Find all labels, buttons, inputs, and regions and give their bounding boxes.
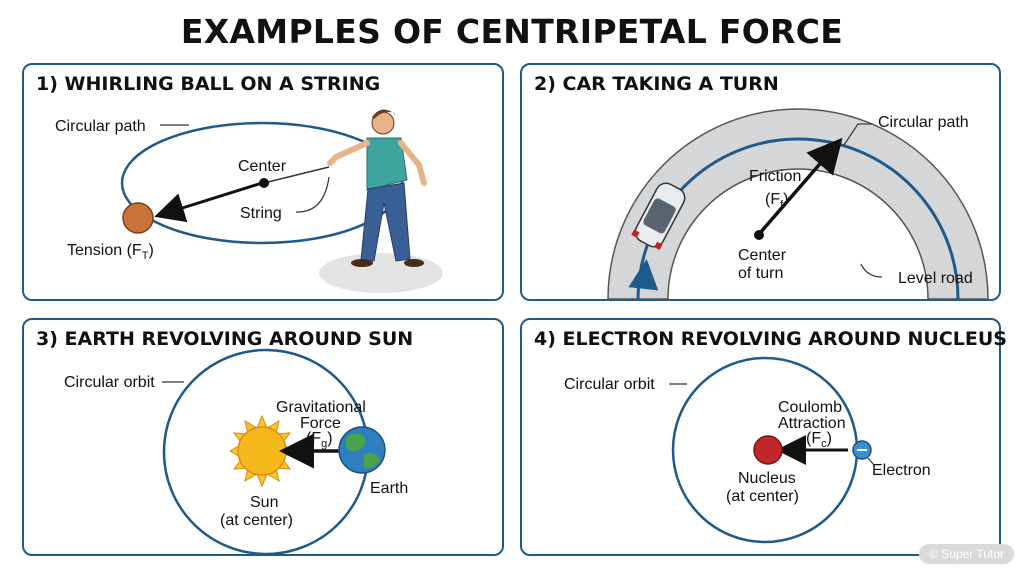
- label-circular-orbit: Circular orbit: [564, 376, 655, 393]
- tension-arrow: [154, 181, 263, 223]
- panel-title: 1) WHIRLING BALL ON A STRING: [36, 73, 381, 95]
- label-circular-orbit: Circular orbit: [64, 374, 155, 391]
- nucleus: [753, 435, 783, 465]
- earth-sun-diagram: Circular orbit Gravitational Force (Fg) …: [64, 348, 408, 556]
- watermark: © Super Tutor: [919, 544, 1014, 564]
- friction-arrow: [758, 137, 843, 235]
- panel-title: 4) ELECTRON REVOLVING AROUND NUCLEUS: [534, 328, 1007, 350]
- electron-nucleus-diagram: Circular orbit Coulomb Attraction (Fc) N…: [564, 356, 931, 544]
- label-nucleus-center: (at center): [726, 488, 799, 505]
- label-friction: Friction: [749, 168, 801, 185]
- path-leader: [843, 123, 859, 146]
- panel-earth-sun: 3) EARTH REVOLVING AROUND SUN Circular o…: [22, 318, 504, 556]
- center-dot: [259, 178, 269, 188]
- center-dot: [754, 230, 764, 240]
- direction-arrow: [628, 259, 659, 291]
- ball: [122, 202, 154, 234]
- sun: [229, 414, 295, 488]
- label-electron: Electron: [872, 462, 931, 479]
- label-level-road: Level road: [898, 270, 973, 287]
- label-sun-center: (at center): [220, 512, 293, 529]
- panel-title: 3) EARTH REVOLVING AROUND SUN: [36, 328, 414, 350]
- label-nucleus: Nucleus: [738, 470, 796, 487]
- label-circular-path: Circular path: [55, 118, 146, 135]
- electron-leader: [867, 457, 875, 466]
- label-force-symbol: (Fg): [306, 430, 333, 450]
- panel-title: 2) CAR TAKING A TURN: [534, 73, 779, 95]
- string-leader: [295, 176, 330, 213]
- person-figure: [327, 109, 427, 267]
- car: [631, 182, 686, 250]
- label-attraction: Attraction: [778, 415, 846, 432]
- label-force: Force: [300, 415, 341, 432]
- string: [263, 166, 330, 184]
- label-tension: Tension (FT): [67, 242, 154, 262]
- label-gravitational: Gravitational: [276, 399, 366, 416]
- panel-car-turn: 2) CAR TAKING A TURN Circular: [520, 63, 1001, 301]
- whirling-ball-diagram: Circular path Center String Tension (FT): [55, 109, 443, 293]
- label-center: Center: [238, 158, 287, 175]
- label-of-turn: of turn: [738, 265, 783, 282]
- electron: [852, 440, 872, 460]
- earth: [338, 426, 386, 474]
- label-circular-path: Circular path: [878, 114, 969, 131]
- label-force-symbol: (Fc): [806, 430, 832, 450]
- level-road: [607, 108, 989, 300]
- panel-electron-nucleus: 4) ELECTRON REVOLVING AROUND NUCLEUS Cir…: [520, 318, 1007, 556]
- label-friction-symbol: (Ff): [765, 191, 789, 211]
- label-sun: Sun: [250, 494, 278, 511]
- label-center: Center: [738, 247, 787, 264]
- label-string: String: [240, 205, 282, 222]
- shadow: [319, 253, 443, 293]
- label-earth: Earth: [370, 480, 408, 497]
- panel-whirling-ball: 1) WHIRLING BALL ON A STRING: [22, 63, 504, 301]
- page-title: EXAMPLES OF CENTRIPETAL FORCE: [180, 12, 844, 51]
- car-turn-diagram: Circular path Friction (Ff) Center of tu…: [607, 108, 989, 300]
- road-leader: [860, 263, 883, 278]
- label-coulomb: Coulomb: [778, 399, 842, 416]
